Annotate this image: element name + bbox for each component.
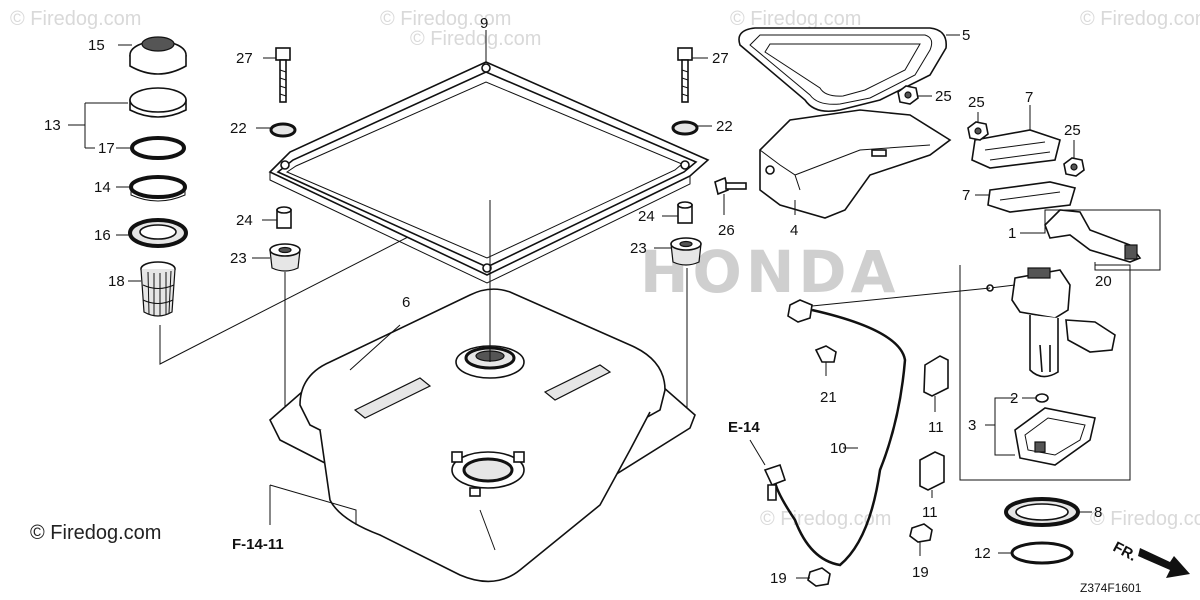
callout-22-right: 22 — [716, 118, 733, 135]
callout-23-left: 23 — [230, 250, 247, 267]
callout-7-bottom: 7 — [962, 187, 970, 204]
callout-25-right: 25 — [1064, 122, 1081, 139]
callout-13: 13 — [44, 117, 61, 134]
callout-27-left: 27 — [236, 50, 253, 67]
bolt-26 — [714, 176, 747, 196]
callout-3: 3 — [968, 417, 976, 434]
callout-5: 5 — [962, 27, 970, 44]
reference-f-14-11: F-14-11 — [232, 536, 284, 553]
cover-part-5 — [738, 27, 947, 113]
front-direction-label: FR. — [1110, 539, 1139, 565]
callout-27-right: 27 — [712, 50, 729, 67]
filter-part-3 — [1014, 393, 1096, 466]
callout-6: 6 — [402, 294, 410, 311]
leader-3 — [985, 397, 1015, 456]
callout-14: 14 — [94, 179, 111, 196]
callout-16: 16 — [94, 227, 111, 244]
callout-4: 4 — [790, 222, 798, 239]
callout-leaders-left — [68, 44, 491, 365]
callout-22-left: 22 — [230, 120, 247, 137]
callout-15: 15 — [88, 37, 105, 54]
leader-6 — [349, 324, 401, 371]
callout-11-bottom: 11 — [922, 504, 938, 521]
clip-part-11 — [919, 355, 949, 491]
bolt-stack-right — [670, 47, 702, 266]
leaders-11 — [931, 396, 936, 498]
callout-25-mid: 25 — [968, 94, 985, 111]
fuel-tube-part-10 — [763, 287, 991, 567]
nut-25-top — [897, 85, 919, 105]
callout-11-top: 11 — [928, 419, 944, 436]
bolt-stack-left — [269, 47, 301, 272]
callout-8: 8 — [1094, 504, 1102, 521]
leader-e-14 — [749, 439, 766, 466]
diagram-code: Z374F1601 — [1080, 581, 1142, 595]
callout-24-right: 24 — [638, 208, 655, 225]
leaders-19 — [796, 542, 921, 579]
pump-module-part-1 — [959, 209, 1161, 481]
fuel-cap-assembly — [128, 36, 188, 317]
callout-18: 18 — [108, 273, 125, 290]
watermark-text: © Firedog.com — [760, 508, 891, 530]
front-direction-arrow — [1138, 548, 1190, 578]
clip-part-21 — [814, 345, 837, 363]
callout-10: 10 — [830, 440, 847, 457]
callout-9: 9 — [480, 15, 488, 32]
watermark-text: © Firedog.com — [730, 8, 861, 30]
watermark-text: © Firedog.com — [1080, 8, 1200, 30]
watermark-text: © Firedog.com — [380, 8, 511, 30]
brand-watermark: © Firedog.com — [30, 522, 161, 544]
callout-19-left: 19 — [770, 570, 787, 587]
bracket-part-4 — [759, 109, 952, 219]
fuel-tank — [269, 288, 696, 583]
callout-1: 1 — [1008, 225, 1016, 242]
callout-20: 20 — [1095, 273, 1112, 290]
callout-25-top: 25 — [935, 88, 952, 105]
watermark-text: © Firedog.com — [410, 28, 541, 50]
tank-frame — [268, 61, 710, 284]
callout-21: 21 — [820, 389, 837, 406]
reference-e-14: E-14 — [728, 419, 760, 436]
callout-19-right: 19 — [912, 564, 929, 581]
callout-17: 17 — [98, 140, 115, 157]
gasket-part-8 — [1004, 497, 1080, 565]
callout-7-top: 7 — [1025, 89, 1033, 106]
leaders-bolt-left — [252, 57, 286, 412]
callout-23-right: 23 — [630, 240, 647, 257]
leader-f-14-11 — [269, 484, 357, 525]
watermark-text: © Firedog.com — [10, 8, 141, 30]
watermark-text: © Firedog.com — [1090, 508, 1200, 530]
callout-26: 26 — [718, 222, 735, 239]
callout-24-left: 24 — [236, 212, 253, 229]
clamp-part-19 — [807, 523, 933, 587]
callout-12: 12 — [974, 545, 991, 562]
leaders-bolt-right — [654, 57, 712, 412]
